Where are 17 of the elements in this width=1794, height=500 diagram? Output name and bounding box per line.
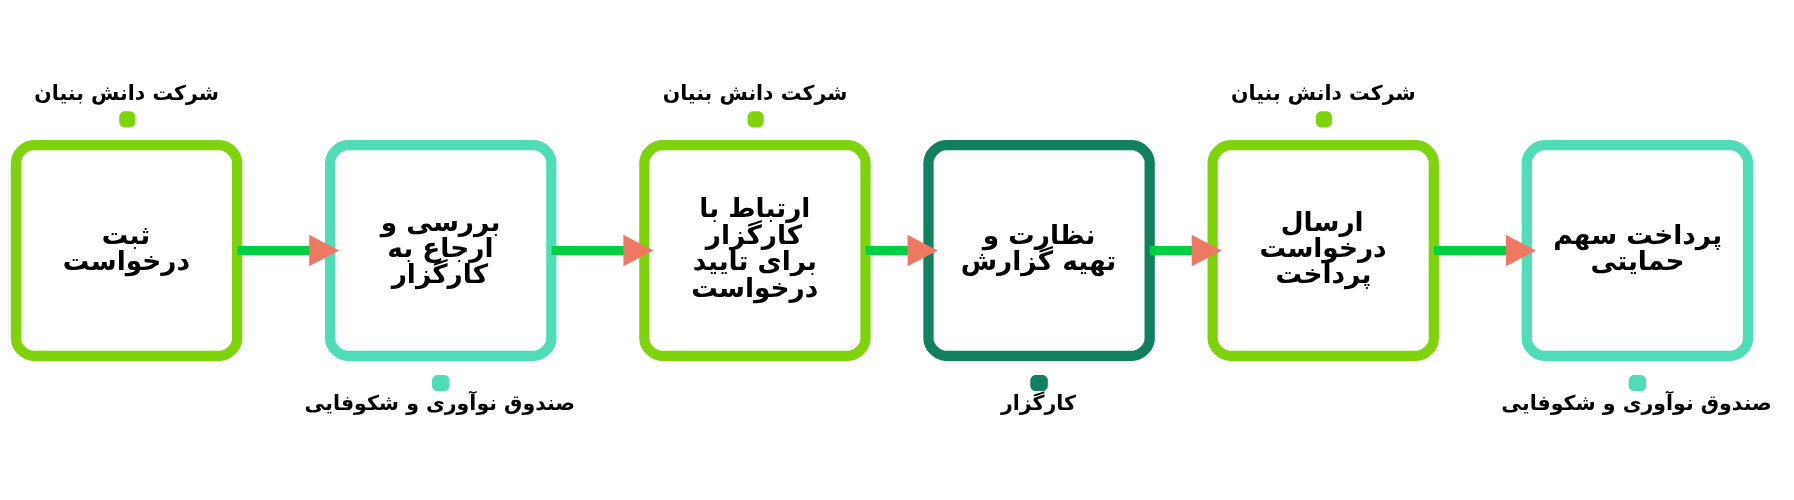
node-box: ارسال درخواست پرداخت (1207, 139, 1439, 361)
node-box: بررسی و ارجاع به کارگزار (325, 139, 557, 361)
node-box: ثبت درخواست (10, 139, 243, 361)
arrow (1434, 234, 1536, 266)
node-label: شرکت دانش بنیان (34, 80, 219, 105)
node-label: شرکت دانش بنیان (1230, 80, 1416, 105)
node-label: کارگزار (1001, 390, 1076, 415)
node-box: پرداخت سهم حمایتی (1521, 139, 1754, 361)
arrow (551, 234, 654, 266)
node-label: شرکت دانش بنیان (662, 80, 848, 105)
arrow (865, 234, 938, 266)
arrow (1149, 234, 1222, 266)
node-label: صندوق نوآوری و شکوفایی (1501, 390, 1772, 415)
node-label: صندوق نوآوری و شکوفایی (304, 390, 576, 415)
node-box: نظارت و تهیه گزارش (923, 139, 1155, 361)
node-box: ارتباط با کارگزار برای تایید درخواست (639, 139, 871, 361)
arrow (237, 234, 340, 266)
